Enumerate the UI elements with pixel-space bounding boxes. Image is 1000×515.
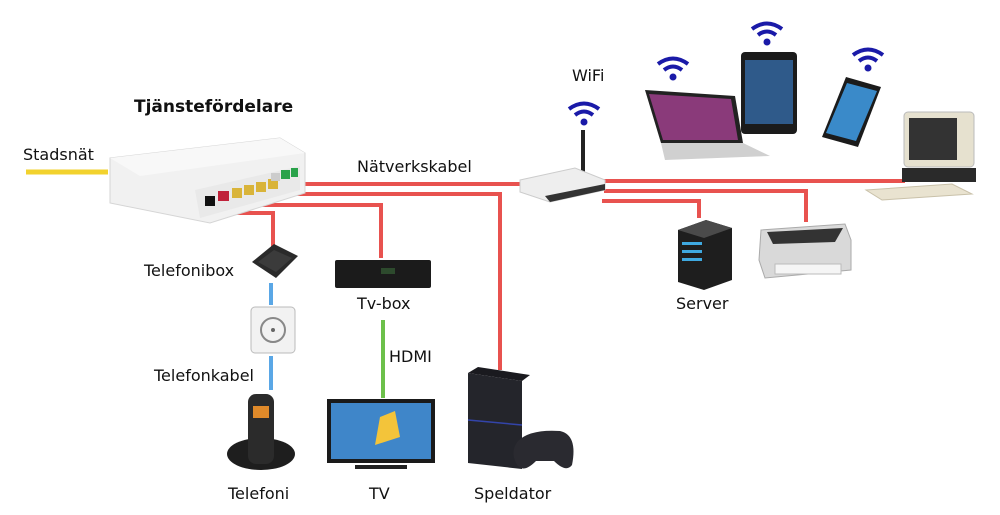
- ethernet-cable-server: [602, 199, 701, 218]
- phone-socket-device: [250, 306, 296, 354]
- ethernet-cable-printer: [604, 189, 808, 222]
- smartphone-device: [822, 77, 881, 147]
- phone-cable-label: Telefonkabel: [154, 366, 254, 385]
- tablet-device: [741, 52, 797, 134]
- tv-box-device: [335, 260, 431, 288]
- ethernet-cable-game-console: [252, 192, 502, 370]
- network-cable-label: Nätverkskabel: [357, 157, 472, 176]
- laptop-wifi-icon: [656, 56, 690, 81]
- hdmi-label: HDMI: [389, 347, 432, 366]
- telephony-box-label: Telefonibox: [144, 261, 235, 280]
- ethernet-cable-tv-box: [228, 203, 383, 258]
- smartphone-wifi-icon: [851, 47, 885, 72]
- laptop-device: [645, 90, 770, 160]
- service-distributor-title: Tjänstefördelare: [134, 97, 294, 117]
- service-distributor-device: [109, 137, 306, 224]
- wifi-router-device: [519, 130, 606, 203]
- tv-device: [327, 399, 435, 469]
- wifi-router-wifi-icon: [567, 101, 601, 126]
- telephony-box-device: [252, 244, 298, 278]
- tv-box-label: Tv-box: [357, 294, 411, 313]
- desktop-computer-device: [864, 111, 976, 201]
- tablet-wifi-icon: [750, 21, 784, 46]
- server-device: [678, 220, 732, 290]
- wifi-label: WiFi: [572, 66, 605, 85]
- game-console-device: [467, 367, 574, 469]
- city-network-label: Stadsnät: [23, 145, 94, 164]
- server-label: Server: [676, 294, 729, 313]
- telephony-label: Telefoni: [228, 484, 290, 503]
- game-console-label: Speldator: [474, 484, 552, 503]
- tv-label: TV: [369, 484, 390, 503]
- printer-device: [758, 223, 852, 279]
- cordless-phone-device: [227, 394, 295, 470]
